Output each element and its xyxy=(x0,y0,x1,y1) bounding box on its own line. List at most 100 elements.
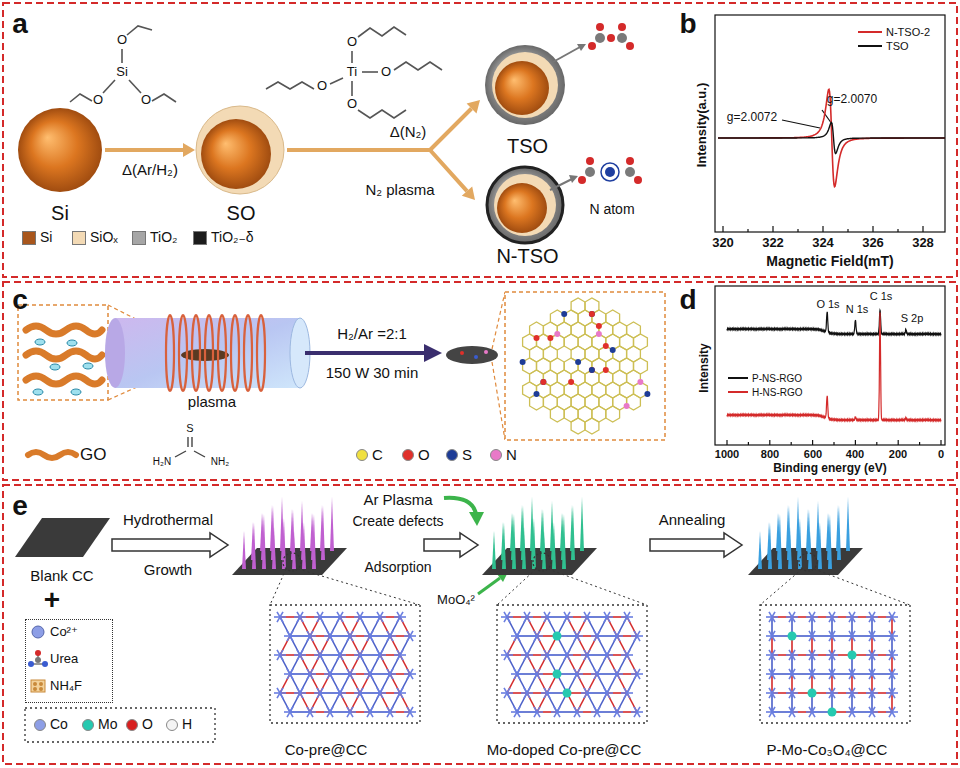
figure-label: 322 xyxy=(762,236,784,250)
co-atom xyxy=(614,669,620,679)
axis-tick xyxy=(847,229,848,232)
figure-label: O xyxy=(381,65,391,79)
dopant-atom xyxy=(520,359,526,365)
axis-tick xyxy=(833,442,834,445)
co-atom xyxy=(809,631,815,641)
co-atom xyxy=(524,650,530,660)
bond-line xyxy=(771,693,773,712)
mo-atom xyxy=(563,689,572,698)
co-atom xyxy=(574,669,580,679)
nanowire xyxy=(580,497,584,551)
co-atom xyxy=(849,631,855,641)
co-atom xyxy=(574,707,580,717)
legend-label: Mo xyxy=(98,717,117,732)
dopant-atom xyxy=(534,335,540,341)
process-arrow xyxy=(424,533,478,557)
go-sheets xyxy=(26,376,102,384)
go-sheets xyxy=(71,389,81,395)
co-atom xyxy=(769,688,775,698)
axis-tick xyxy=(922,226,923,232)
legend-swatch xyxy=(446,449,458,461)
co-atom xyxy=(594,669,600,679)
co-atom xyxy=(277,612,283,622)
legend-swatch xyxy=(356,449,368,461)
co-atom xyxy=(809,612,815,622)
nanowire xyxy=(837,506,841,560)
co-atom xyxy=(357,650,363,660)
co-atom xyxy=(809,669,815,679)
co-atom xyxy=(604,688,610,698)
co-atom xyxy=(769,650,775,660)
reagent-icons xyxy=(39,682,43,686)
nanowire xyxy=(321,506,325,560)
co-atom xyxy=(297,650,303,660)
figure-label: plasma xyxy=(188,394,236,411)
co-atom xyxy=(889,612,895,622)
co-atom xyxy=(407,669,413,679)
figure-label: + xyxy=(44,585,60,616)
legend-label: P-NS-RGO xyxy=(752,373,802,384)
nanowire xyxy=(502,523,506,569)
co-atom xyxy=(889,650,895,660)
co-atom xyxy=(544,650,550,660)
co-atom xyxy=(584,612,590,622)
co-atom xyxy=(524,612,530,622)
co-atom xyxy=(594,707,600,717)
reagent-icons xyxy=(28,661,34,667)
legend-label: SiOₓ xyxy=(90,230,118,245)
figure-label: Growth xyxy=(144,562,192,579)
molecule-structure xyxy=(351,51,353,63)
co-atom xyxy=(277,612,283,622)
co-atom xyxy=(287,669,293,679)
graphene-ring xyxy=(585,418,599,434)
co-atom xyxy=(624,688,630,698)
co-atom xyxy=(829,631,835,641)
co-atom xyxy=(789,612,795,622)
co-atom xyxy=(634,631,640,641)
co-atom xyxy=(524,688,530,698)
co-atom xyxy=(407,707,413,717)
co-atom xyxy=(524,650,530,660)
co-atom xyxy=(544,612,550,622)
particle-illustration xyxy=(487,167,563,243)
co-atom xyxy=(357,612,363,622)
bond-line xyxy=(891,693,893,712)
particle-illustration xyxy=(495,61,549,115)
co-atom xyxy=(407,707,413,717)
co-atom xyxy=(337,688,343,698)
co-atom xyxy=(889,650,895,660)
co-atom xyxy=(287,631,293,641)
co-atom xyxy=(789,612,795,622)
co-atom xyxy=(769,707,775,717)
co-atom xyxy=(634,707,640,717)
plasma-arrow xyxy=(478,578,500,594)
molecule-icon xyxy=(588,42,596,50)
plasma-tube xyxy=(192,315,200,391)
zoom-box xyxy=(497,605,647,723)
co-atom xyxy=(407,631,413,641)
co-atom xyxy=(347,707,353,717)
particle-illustration xyxy=(494,174,556,236)
node-label: Blank CC xyxy=(30,567,93,584)
co-atom xyxy=(789,669,795,679)
co-atom xyxy=(889,669,895,679)
co-atom xyxy=(534,669,540,679)
figure-label: g=2.0070 xyxy=(827,93,877,106)
co-atom xyxy=(397,650,403,660)
co-atom xyxy=(297,612,303,622)
plasma-tube xyxy=(179,315,187,391)
figure-label: Si xyxy=(116,65,128,79)
particle-node: Si xyxy=(15,105,105,225)
co-atom xyxy=(287,631,293,641)
co-atom xyxy=(574,631,580,641)
epr-curve xyxy=(718,123,945,154)
co-atom xyxy=(889,707,895,717)
co-atom xyxy=(634,707,640,717)
bond-line xyxy=(871,617,873,636)
co-atom xyxy=(387,669,393,679)
node-label: P-Mo-Co₃O₄@CC xyxy=(767,741,888,758)
block-arrow xyxy=(112,533,228,557)
bond-line xyxy=(831,617,833,636)
dopant-atom xyxy=(610,347,616,353)
co-atom xyxy=(387,669,393,679)
